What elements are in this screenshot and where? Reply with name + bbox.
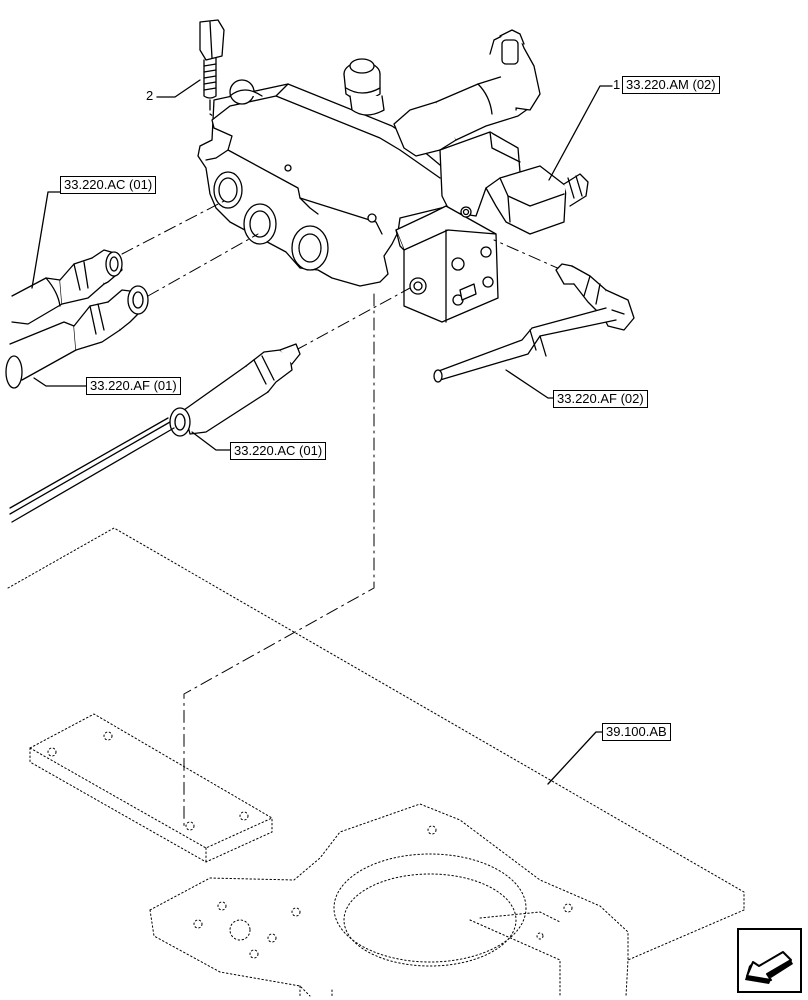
ref-item-1-solenoid: 33.220.AM (02)	[622, 76, 720, 94]
ref-frame: 39.100.AB	[602, 723, 671, 741]
leader-ref-af-left	[33, 377, 89, 387]
item-2-number: 2	[146, 88, 154, 103]
item-1-number: 1	[613, 77, 621, 92]
solenoid-coil	[439, 131, 589, 235]
leader-ref-ac-lower	[191, 431, 233, 451]
leader-ref-ac-upper	[31, 191, 61, 289]
ref-hose-left: 33.220.AF (01)	[86, 377, 181, 395]
solenoid-cartridge	[393, 29, 541, 157]
leader-item-2	[156, 79, 201, 98]
front-tube	[9, 343, 301, 523]
ref-hose-right: 33.220.AF (02)	[553, 390, 648, 408]
nav-arrow-button[interactable]	[737, 928, 802, 993]
arrow-down-left-icon	[745, 951, 793, 984]
top-fitting	[343, 58, 385, 116]
left-hoses	[5, 249, 149, 389]
side-block	[395, 205, 499, 323]
assembly-axes	[121, 199, 563, 827]
leader-item-1	[548, 85, 613, 181]
control-valve-body	[197, 79, 475, 287]
frame	[7, 527, 745, 997]
leader-ref-frame	[547, 731, 605, 785]
bolt	[199, 19, 225, 99]
mounting-plate	[29, 713, 273, 863]
leader-ref-af-right	[505, 369, 557, 399]
ref-hose-fitting-upper: 33.220.AC (01)	[60, 176, 157, 194]
ref-hose-fitting-lower: 33.220.AC (01)	[230, 442, 327, 460]
right-bent-hose	[433, 263, 635, 383]
